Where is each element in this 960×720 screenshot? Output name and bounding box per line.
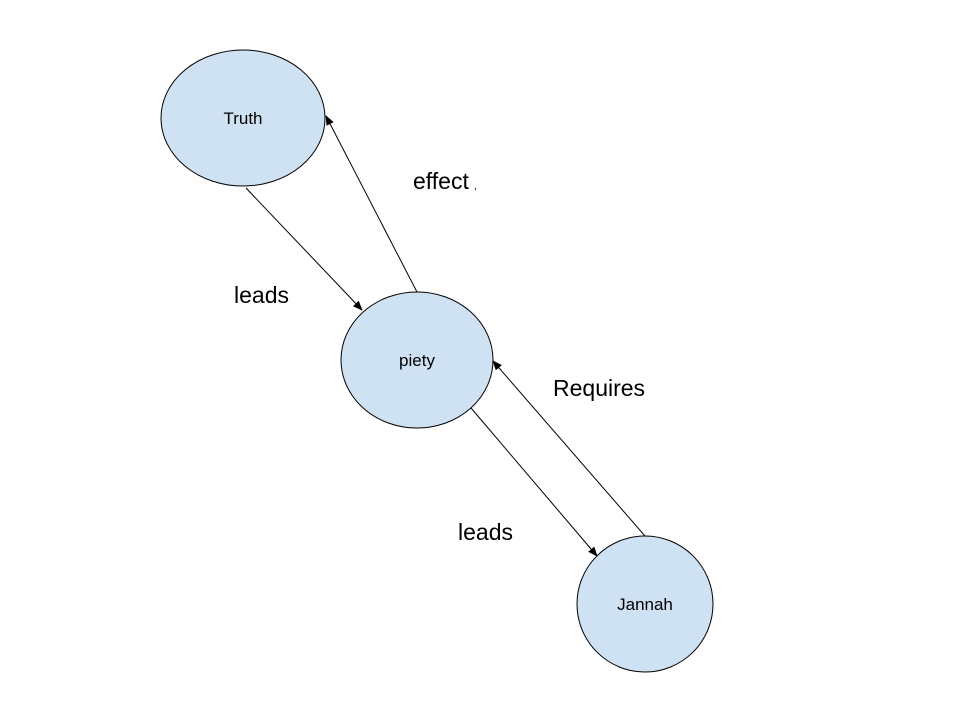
edge-label-piety-to-jannah: leads — [458, 519, 513, 545]
edge-jannah-to-piety-arrow — [492, 360, 646, 537]
node-truth — [160, 49, 326, 187]
node-truth-label: Truth — [223, 109, 262, 128]
edge-label-piety-to-truth: effect — [413, 168, 469, 194]
node-piety-label: piety — [399, 351, 435, 370]
node-jannah-label: Jannah — [617, 595, 673, 614]
edge-piety-to-truth-arrow — [325, 115, 418, 293]
edge-label-jannah-to-piety: Requires — [553, 375, 645, 401]
edge-truth-to-piety-arrow — [245, 187, 363, 311]
stray-comma-mark: , — [474, 181, 477, 192]
edge-piety-to-jannah-arrow — [470, 407, 598, 557]
edge-label-truth-to-piety: leads — [234, 282, 289, 308]
